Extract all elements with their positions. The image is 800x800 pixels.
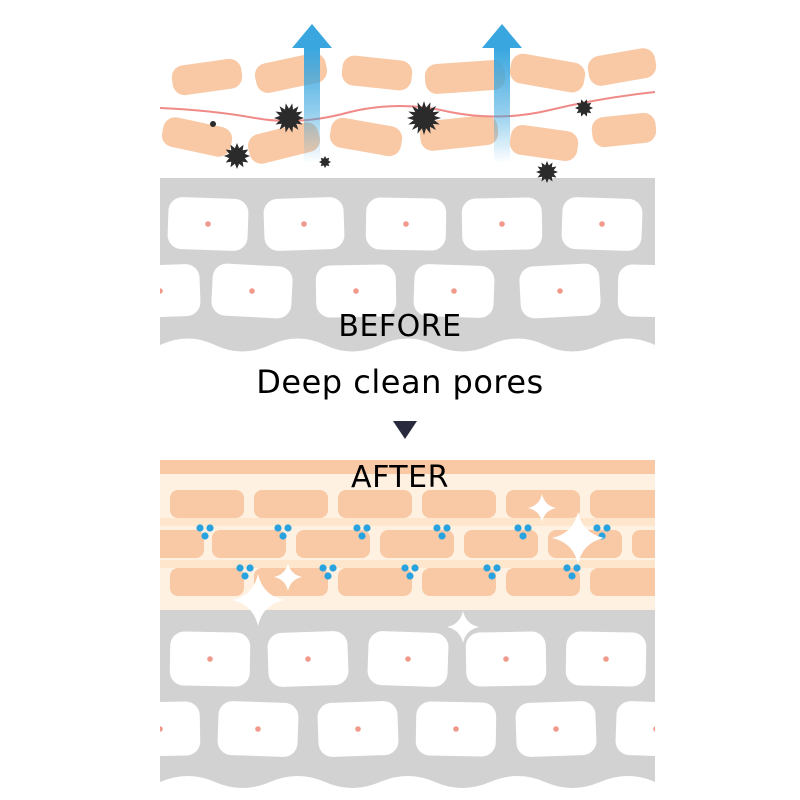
dermis-cell bbox=[465, 631, 547, 687]
dirt-particle-icon bbox=[319, 156, 331, 168]
dirt-particle-icon bbox=[575, 99, 593, 117]
water-droplet bbox=[433, 524, 451, 540]
epidermis-cell bbox=[338, 490, 412, 518]
after-epidermis-cells bbox=[160, 490, 655, 596]
dermis-cell bbox=[617, 264, 655, 318]
water-droplet bbox=[563, 564, 581, 580]
epidermis-cell bbox=[296, 530, 370, 558]
before-label: BEFORE bbox=[338, 309, 462, 344]
up-arrow-icon bbox=[482, 24, 522, 163]
sparkle-icon bbox=[528, 494, 556, 522]
dermis-cell bbox=[415, 701, 497, 757]
epidermis-cell bbox=[170, 490, 244, 518]
dermis-cell bbox=[315, 264, 397, 318]
epidermis-cell bbox=[380, 530, 454, 558]
epidermis-cell bbox=[422, 490, 496, 518]
dermis-cell bbox=[317, 701, 399, 757]
dermis-cell bbox=[169, 631, 251, 687]
water-droplet bbox=[319, 564, 337, 580]
dermis-cell bbox=[461, 197, 543, 251]
water-droplets bbox=[196, 524, 611, 580]
water-droplet bbox=[401, 564, 419, 580]
before-panel bbox=[159, 24, 657, 352]
epidermis-cell bbox=[590, 490, 655, 518]
dermis-cell bbox=[365, 197, 447, 251]
after-dermis-cells bbox=[160, 631, 655, 757]
epidermis-cell bbox=[632, 530, 655, 558]
water-droplet bbox=[196, 524, 214, 540]
water-droplet bbox=[353, 524, 371, 540]
after-top-stripe bbox=[160, 460, 655, 474]
dermis-cell bbox=[160, 264, 201, 318]
sparkle-icon bbox=[232, 574, 284, 626]
dermis-cell bbox=[167, 197, 249, 251]
dermis-cell bbox=[561, 197, 643, 251]
water-droplet bbox=[274, 524, 292, 540]
dermis-cell bbox=[217, 701, 299, 757]
dirt-particles bbox=[210, 99, 593, 183]
dermis-cell bbox=[615, 701, 655, 757]
dirt-particle-icon bbox=[536, 161, 558, 183]
dermis-cell bbox=[160, 701, 201, 757]
water-droplet bbox=[483, 564, 501, 580]
epidermis-cell bbox=[464, 530, 538, 558]
sparkle-icon bbox=[447, 611, 479, 643]
dermis-cell bbox=[263, 197, 345, 251]
dermis-cell bbox=[519, 263, 601, 319]
epidermis-cell bbox=[338, 568, 412, 596]
epidermis-cell bbox=[506, 568, 580, 596]
dermis-cell bbox=[413, 264, 495, 318]
before-dermis-cells bbox=[160, 197, 655, 319]
dermis-cell bbox=[267, 631, 349, 687]
dermis-cell bbox=[565, 631, 647, 687]
dermis-cell bbox=[367, 631, 449, 687]
water-droplet bbox=[236, 564, 254, 580]
epidermis-cell bbox=[590, 568, 655, 596]
sparkle-icons bbox=[232, 494, 604, 643]
epidermis-cell bbox=[212, 530, 286, 558]
subtitle: Deep clean pores bbox=[256, 363, 544, 401]
sparkle-icon bbox=[552, 512, 604, 564]
dirt-particle-icon bbox=[407, 101, 441, 135]
water-droplet bbox=[514, 524, 532, 540]
epidermis-cell bbox=[254, 490, 328, 518]
dermis-cell bbox=[515, 701, 597, 757]
epidermis-cell bbox=[170, 568, 244, 596]
dermis-cell bbox=[211, 263, 293, 319]
epidermis-cell bbox=[422, 568, 496, 596]
epidermis-cell bbox=[160, 530, 204, 558]
up-arrow-icon bbox=[292, 24, 332, 163]
triangle-down-icon bbox=[393, 421, 417, 439]
dirt-particle-icon bbox=[274, 103, 304, 133]
after-label: AFTER bbox=[351, 460, 449, 495]
dirt-particle-icon bbox=[224, 143, 250, 169]
sparkle-icon bbox=[274, 563, 302, 591]
dirt-particle-icon bbox=[210, 121, 216, 127]
oil-line bbox=[159, 91, 656, 122]
after-panel bbox=[160, 460, 655, 788]
